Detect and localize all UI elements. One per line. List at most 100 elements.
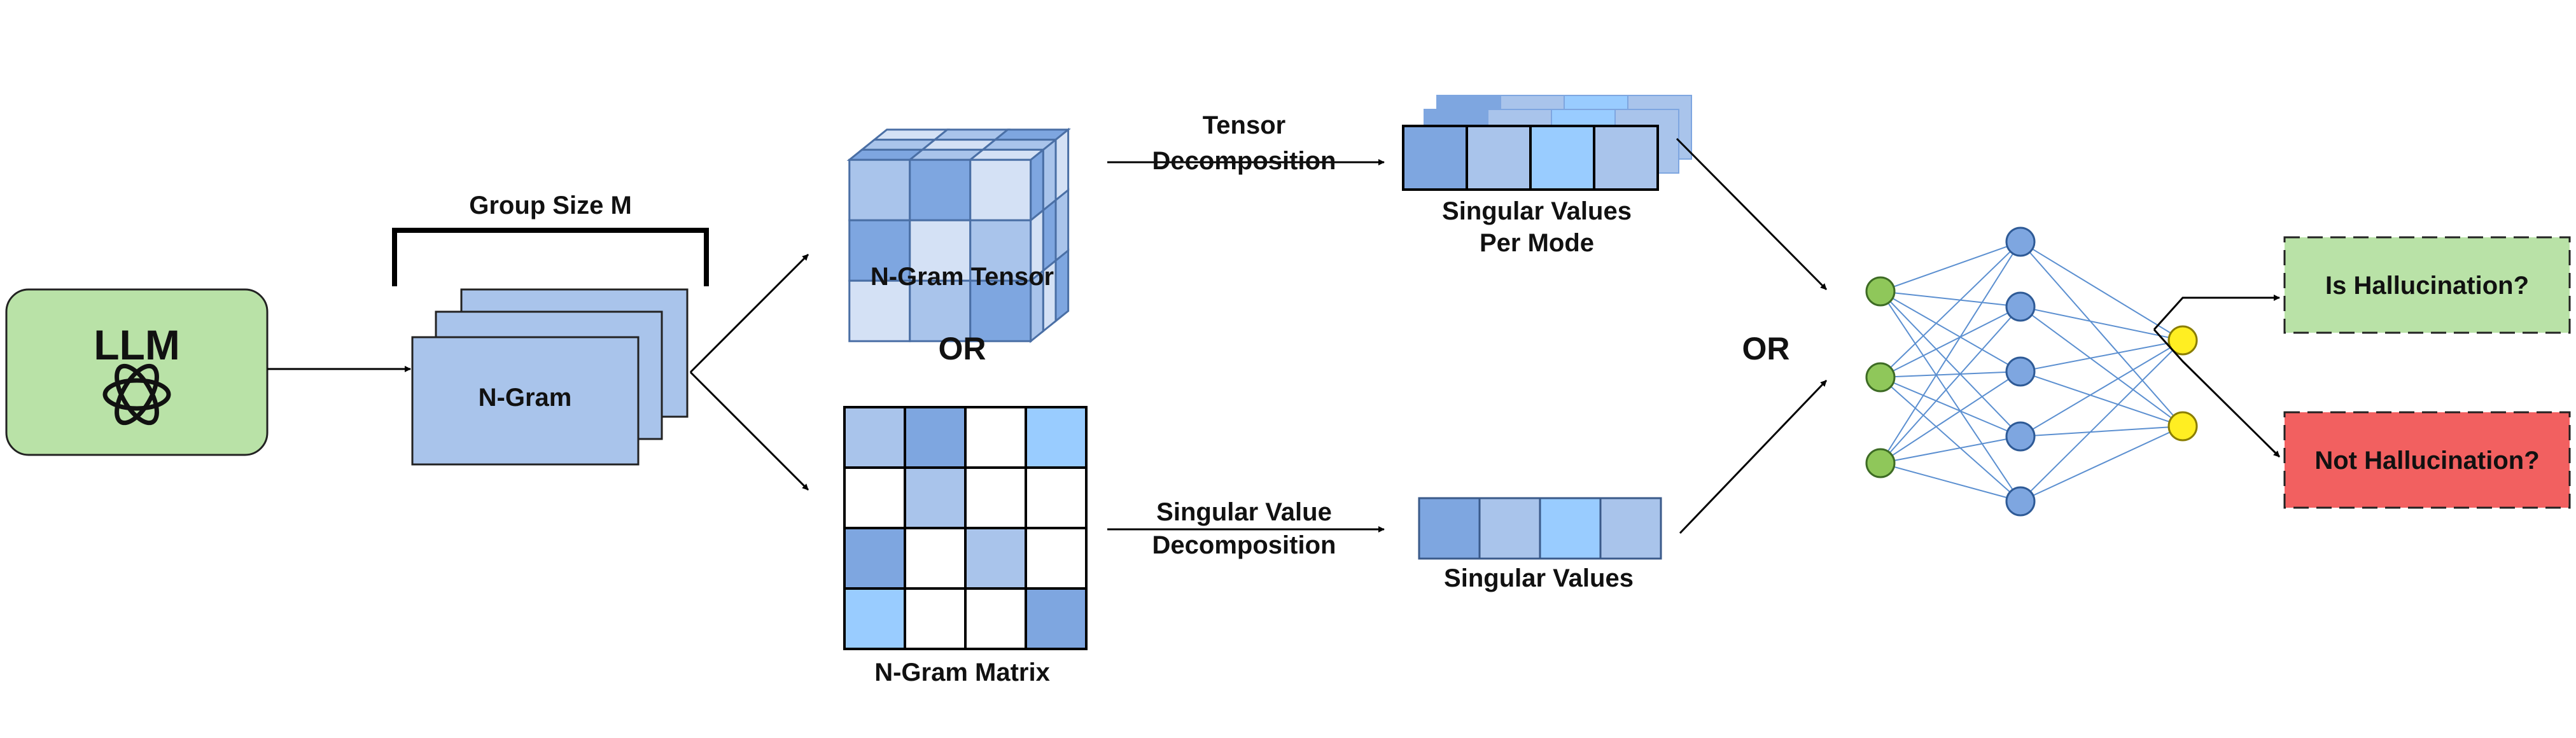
singular-values-strip <box>1418 497 1662 560</box>
arrow-modes-to-network <box>1676 137 1828 291</box>
network-edge <box>2020 426 2183 502</box>
arrow-to-not-hallucination <box>2153 328 2281 458</box>
ngram-label: N-Gram <box>479 384 572 412</box>
svd-line1: Singular Value <box>1156 498 1332 526</box>
singular-values-label: Singular Values <box>1444 564 1634 592</box>
output-node <box>2167 325 2198 356</box>
arrow-values-to-network <box>1679 379 1828 534</box>
network-edge <box>1880 306 2021 378</box>
matrix-cell <box>964 587 1027 650</box>
hidden-node <box>2005 356 2036 387</box>
network-edges <box>1880 241 2183 502</box>
network-edge <box>1880 306 2021 464</box>
network-edge <box>2020 340 2183 372</box>
or-left-label: OR <box>939 331 986 366</box>
singular-value-cell <box>1539 497 1602 560</box>
hidden-node <box>2005 291 2036 322</box>
network-edge <box>1880 377 2021 437</box>
output-node <box>2167 411 2198 442</box>
cube-front-cell <box>909 279 972 342</box>
ngram-matrix-label: N-Gram Matrix <box>874 658 1050 686</box>
tensor-decomp-line2: Decomposition <box>1152 147 1336 175</box>
network-edge <box>1880 371 2021 464</box>
network-edge <box>1880 377 2021 502</box>
input-node <box>1865 448 1896 478</box>
matrix-cell <box>843 466 906 529</box>
arrow-ngram-to-tensor <box>689 253 809 373</box>
singular-value-cell <box>1418 497 1481 560</box>
cube-front-cell <box>969 158 1032 221</box>
matrix-cell <box>904 406 967 469</box>
singular-value-cell <box>1478 497 1541 560</box>
mode-strip-cell <box>1529 125 1595 191</box>
hidden-node <box>2005 486 2036 517</box>
matrix-cell <box>904 466 967 529</box>
tensor-decomp-line1: Tensor <box>1203 111 1285 139</box>
singular-per-mode-line1: Singular Values <box>1442 197 1632 225</box>
neural-network <box>1865 226 2198 517</box>
svd-line2: Decomposition <box>1152 531 1336 559</box>
network-edge <box>1880 291 2021 307</box>
ngram-stack: N-Gram <box>411 288 689 466</box>
is-hallucination-label: Is Hallucination? <box>2325 272 2529 300</box>
input-node <box>1865 362 1896 393</box>
cube-side-cell <box>1054 188 1070 263</box>
hidden-node <box>2005 226 2036 257</box>
network-edge <box>2020 371 2183 427</box>
network-edge <box>1880 371 2021 378</box>
matrix-cell <box>904 587 967 650</box>
network-edge <box>1880 436 2021 464</box>
network-edge <box>2020 340 2183 437</box>
not-hallucination-label: Not Hallucination? <box>2314 447 2539 475</box>
matrix-cell <box>843 527 906 590</box>
mode-strip-cell <box>1466 125 1532 191</box>
cube-front-cell <box>848 158 911 221</box>
network-edge <box>1880 291 2021 502</box>
network-edge <box>2020 241 2183 341</box>
is-hallucination-box: Is Hallucination? <box>2283 236 2571 334</box>
matrix-cell <box>964 527 1027 590</box>
matrix-cell <box>904 527 967 590</box>
network-edge <box>1880 241 2021 378</box>
network-edge <box>1880 291 2021 437</box>
cube-front-cell <box>909 158 972 221</box>
cube-side-cell <box>1042 198 1057 273</box>
matrix-cell <box>964 406 1027 469</box>
singular-values-per-mode <box>1402 95 1692 191</box>
network-edge <box>2020 241 2183 427</box>
singular-per-mode-line2: Per Mode <box>1480 229 1594 257</box>
cube-side-cell <box>1054 127 1070 202</box>
cube-front-cell <box>909 219 972 282</box>
network-edge <box>1880 241 2021 292</box>
matrix-cell <box>964 466 1027 529</box>
mode-strip-cell <box>1593 125 1659 191</box>
arrow-to-is-hallucination <box>2153 295 2280 331</box>
hidden-node <box>2005 421 2036 452</box>
ngram-tensor-label: N-Gram Tensor <box>871 263 1054 291</box>
matrix-cell <box>1025 406 1088 469</box>
mode-strip-cell <box>1402 125 1468 191</box>
network-edge <box>2020 426 2183 437</box>
openai-logo-icon <box>102 363 171 426</box>
matrix-cell <box>1025 527 1088 590</box>
network-edge <box>1880 241 2021 464</box>
matrix-cell <box>1025 587 1088 650</box>
matrix-cell <box>843 406 906 469</box>
llm-box: LLM <box>5 288 269 456</box>
network-edge <box>2020 306 2183 427</box>
ngram-matrix-grid <box>843 406 1088 650</box>
ngram-tensor-cube <box>846 127 1071 344</box>
network-edge <box>2020 340 2183 502</box>
cube-front-cell <box>848 279 911 342</box>
matrix-cell <box>843 587 906 650</box>
network-edge <box>1880 463 2021 502</box>
group-bracket: Group Size M <box>392 191 709 286</box>
cube-side-cell <box>1042 137 1057 212</box>
network-edge <box>1880 291 2021 372</box>
matrix-cell <box>1025 466 1088 529</box>
arrow-ngram-to-matrix <box>689 371 809 491</box>
singular-value-cell <box>1599 497 1662 560</box>
llm-label: LLM <box>94 321 180 368</box>
input-node <box>1865 276 1896 307</box>
